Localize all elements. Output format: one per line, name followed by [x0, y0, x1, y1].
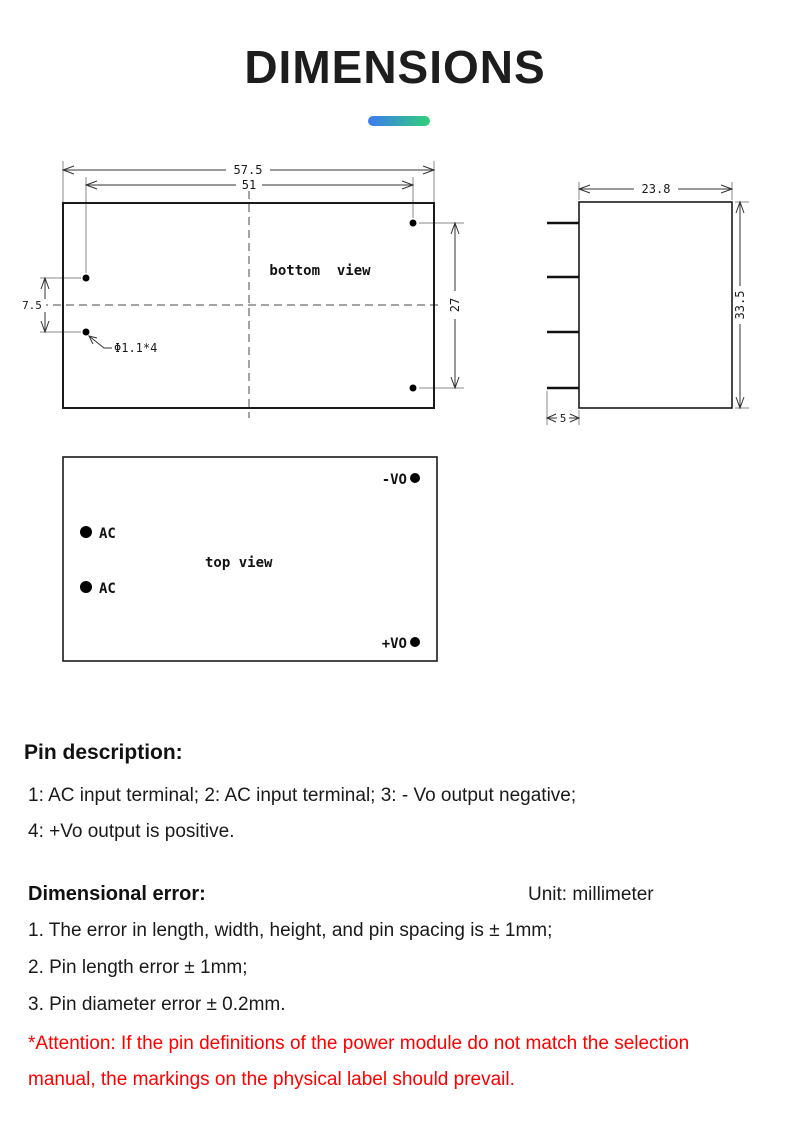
pin-description-line-2: 4: +Vo output is positive.	[28, 821, 235, 842]
pin-dot	[409, 384, 417, 392]
top-view-drawing: -VO AC AC top view +VO	[62, 456, 438, 662]
side-view-drawing: 23.8 33.5 5	[545, 182, 749, 425]
bottom-view-drawing: 57.5 51 7.5 27 Φ1.1*4	[20, 161, 464, 418]
top-view-label: top view	[205, 555, 273, 571]
attention-note-line-1: *Attention: If the pin definitions of th…	[28, 1033, 690, 1054]
pin-description-heading: Pin description:	[24, 741, 183, 764]
dimensional-error-item-2: 2. Pin length error ± 1mm;	[28, 957, 248, 978]
dimension-drawing: 57.5 51 7.5 27 Φ1.1*4	[20, 161, 749, 662]
accent-underline	[368, 116, 430, 126]
pin-dot	[409, 219, 417, 227]
pin-dot-ac-bottom	[80, 581, 92, 593]
pin-label-vo-neg: -VO	[382, 472, 407, 488]
dim-overall-width: 57.5	[234, 163, 263, 177]
dim-pin-length: 5	[560, 412, 567, 425]
dim-height: 33.5	[733, 291, 747, 320]
side-view-outline	[578, 201, 733, 409]
dim-right-pin-pitch: 27	[448, 298, 462, 312]
dimensional-error-heading: Dimensional error:	[28, 883, 206, 905]
pin-dot	[82, 328, 90, 336]
bottom-view-outline	[62, 202, 435, 409]
dim-pin-span: 51	[242, 178, 256, 192]
pin-label-ac-top: AC	[99, 526, 116, 542]
top-view-outline	[62, 456, 438, 662]
bottom-view-label: bottom view	[269, 263, 371, 279]
pin-dot	[82, 274, 90, 282]
dim-left-pin-pitch: 7.5	[22, 299, 42, 312]
dimensional-error-item-3: 3. Pin diameter error ± 0.2mm.	[28, 994, 286, 1015]
pin-dot-vo-pos	[410, 637, 420, 647]
pin-label-vo-pos: +VO	[382, 636, 407, 652]
pin-label-ac-bottom: AC	[99, 581, 116, 597]
pin-dot-vo-neg	[410, 473, 420, 483]
pin-hole-note: Φ1.1*4	[114, 341, 157, 355]
attention-note-line-2: manual, the markings on the physical lab…	[28, 1069, 515, 1090]
pin-dot-ac-top	[80, 526, 92, 538]
dim-depth: 23.8	[642, 182, 671, 196]
unit-label: Unit: millimeter	[528, 884, 654, 905]
pin-description-line-1: 1: AC input terminal; 2: AC input termin…	[28, 785, 577, 806]
page-title: DIMENSIONS	[244, 41, 546, 93]
dimensional-error-item-1: 1. The error in length, width, height, a…	[28, 920, 553, 941]
